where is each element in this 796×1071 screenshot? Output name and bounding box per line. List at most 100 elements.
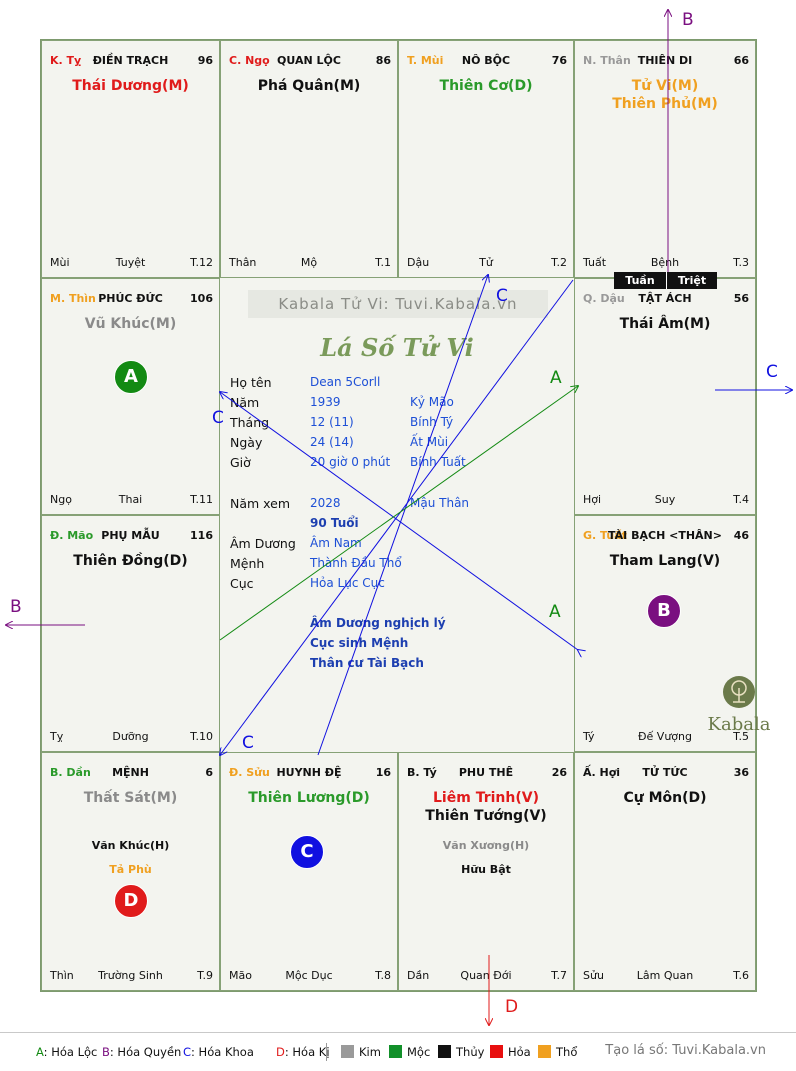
major-star: Thái Dương(M) (72, 78, 189, 94)
color-swatch (490, 1045, 503, 1058)
palace-branch: B. Tý (407, 766, 437, 779)
info-extra: Kỷ Mão (410, 395, 454, 409)
info-value: Hỏa Lục Cục (310, 576, 385, 590)
palace-bottom-right: T.3 (733, 256, 749, 269)
palace-bottom-center: Mộ (300, 256, 318, 269)
major-star: Cự Môn(D) (623, 790, 707, 806)
hoa-badge-c: C (290, 835, 324, 869)
palace-bottom-right: T.1 (375, 256, 391, 269)
info-label: Năm (230, 395, 260, 410)
palace-branch: Đ. Sửu (229, 766, 270, 779)
palace-bottom-left: Dần (407, 969, 430, 982)
palace-branch: Q. Dậu (583, 292, 625, 305)
color-swatch (389, 1045, 402, 1058)
palace-bottom-center: Tử (479, 256, 493, 269)
major-star: Thiên Cơ(D) (439, 78, 533, 94)
arrow-label-b: B (10, 597, 22, 617)
arrow-label-a: A (549, 602, 561, 622)
palace-branch: G. Tuất (583, 529, 627, 542)
palace-name: PHU THÊ (458, 766, 514, 779)
major-stars: Vũ Khúc(M) (42, 315, 219, 333)
legend-hoa-item: C: Hóa Khoa (183, 1045, 254, 1059)
palace-bottom-left: Mùi (50, 256, 70, 269)
legend-key: B (102, 1045, 110, 1059)
info-label: Giờ (230, 455, 251, 470)
palace-bottom-right: T.8 (375, 969, 391, 982)
palace-name: THIÊN DI (637, 54, 693, 67)
legend-element-label: Hỏa (508, 1045, 531, 1059)
arrow-label-c: C (212, 408, 224, 428)
info-extra: Bính Tuất (410, 455, 466, 469)
legend-hoa-item: B: Hóa Quyền (102, 1045, 181, 1059)
palace-name: TẬT ÁCH (638, 292, 692, 305)
legend-element-label: Thủy (456, 1045, 485, 1059)
palace-name: HUYNH ĐỆ (276, 766, 342, 779)
palace-score: 96 (197, 54, 213, 67)
arrow-label-b: B (682, 10, 694, 30)
arrow-label-d: D (505, 997, 519, 1017)
legend-label: : Hóa Khoa (191, 1045, 254, 1059)
palace-bottom-center: Lâm Quan (636, 969, 694, 982)
info-note: Thân cư Tài Bạch (310, 656, 424, 670)
major-star: Tử Vi(M) (631, 78, 699, 94)
info-value: 12 (11) (310, 415, 354, 429)
palace-score: 46 (733, 529, 749, 542)
age-value: 90 Tuổi (310, 516, 359, 530)
info-label: Ngày (230, 435, 263, 450)
legend-element-item: Mộc (389, 1045, 430, 1059)
info-label: Âm Dương (230, 536, 296, 551)
palace-score: 6 (205, 766, 213, 779)
arrow-label-c: C (242, 733, 254, 753)
legend-key: D (276, 1045, 285, 1059)
color-swatch (438, 1045, 451, 1058)
info-value: 1939 (310, 395, 341, 409)
legend-element-item: Hỏa (490, 1045, 531, 1059)
palace-bottom-center: Trường Sinh (98, 969, 163, 982)
palace-branch: M. Thìn (50, 292, 96, 305)
major-star: Thiên Lương(D) (248, 790, 370, 806)
legend-element-item: Thủy (438, 1045, 484, 1059)
major-stars: Liêm Trinh(V)Thiên Tướng(V) (399, 789, 573, 825)
palace-bottom-left: Tý (583, 730, 595, 743)
palace-bottom-center: Quan Đới (460, 969, 512, 982)
palace-name: QUAN LỘC (277, 54, 341, 67)
arrow-label-c: C (766, 362, 778, 382)
info-note: Âm Dương nghịch lý (310, 616, 446, 630)
color-swatch (341, 1045, 354, 1058)
legend-hoa-item: D: Hóa Kị (276, 1045, 330, 1059)
info-value: 20 giờ 0 phút (310, 455, 391, 469)
palace-name: NÔ BỘC (461, 54, 511, 67)
palace-branch: T. Mùi (407, 54, 444, 67)
info-value: 2028 (310, 496, 341, 510)
info-value: Thành Đầu Thổ (310, 556, 402, 570)
palace-bottom-right: T.9 (197, 969, 213, 982)
palace-branch: N. Thân (583, 54, 631, 67)
palace-bottom-left: Tuất (583, 256, 607, 269)
palace-bottom-right: T.12 (190, 256, 213, 269)
palace-bottom-left: Hợi (583, 493, 602, 506)
palace-score: 16 (375, 766, 391, 779)
major-stars: Thái Dương(M) (42, 77, 219, 95)
legend-element-label: Kim (359, 1045, 381, 1059)
palace-bottom-left: Tỵ (50, 730, 64, 743)
hoa-badge-b: B (647, 594, 681, 628)
major-star: Tham Lang(V) (609, 553, 721, 569)
center-info-panel: Kabala Tử Vi: Tuvi.Kabala.vn Lá Số Tử Vi… (220, 278, 770, 752)
minor-star: Hữu Bật (461, 863, 511, 876)
major-star: Phá Quân(M) (257, 78, 361, 94)
palace-bottom-center: Thai (118, 493, 143, 506)
site-link[interactable]: Tạo lá số: Tuvi.Kabala.vn (605, 1043, 766, 1058)
major-star: Thiên Tướng(V) (425, 808, 547, 824)
